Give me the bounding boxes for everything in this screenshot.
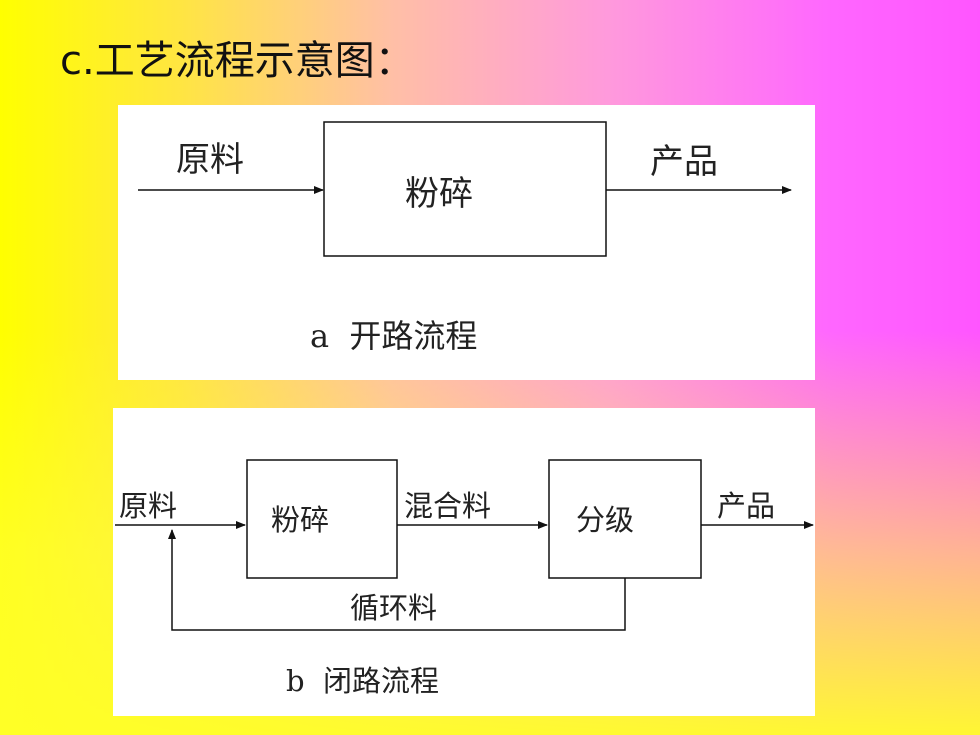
closed-circuit-caption: b 闭路流程 [286, 664, 440, 698]
crush-box [246, 459, 398, 579]
open-circuit-svg [138, 121, 792, 257]
open-circuit-caption: a 开路流程 [310, 317, 478, 355]
mix-label: 混合料 [404, 489, 492, 523]
input-label: 原料 [119, 489, 178, 523]
output-label: 产品 [717, 489, 776, 523]
slide-title: c.工艺流程示意图： [60, 38, 415, 84]
recycle-label: 循环料 [350, 591, 438, 625]
recycle-loop-line [168, 529, 626, 631]
classify-label: 分级 [576, 503, 635, 537]
closed-circuit-diagram: 原料 粉碎 混合料 分级 产品 循环料 b 闭路流程 [113, 408, 815, 716]
crush-label: 粉碎 [271, 503, 330, 537]
closed-circuit-svg [115, 459, 814, 631]
input-label: 原料 [176, 140, 244, 180]
open-circuit-diagram: 原料 粉碎 产品 a 开路流程 [118, 105, 815, 380]
crush-box [323, 121, 607, 257]
output-label: 产品 [650, 142, 718, 182]
crush-label: 粉碎 [405, 174, 473, 214]
classify-box [548, 459, 702, 579]
